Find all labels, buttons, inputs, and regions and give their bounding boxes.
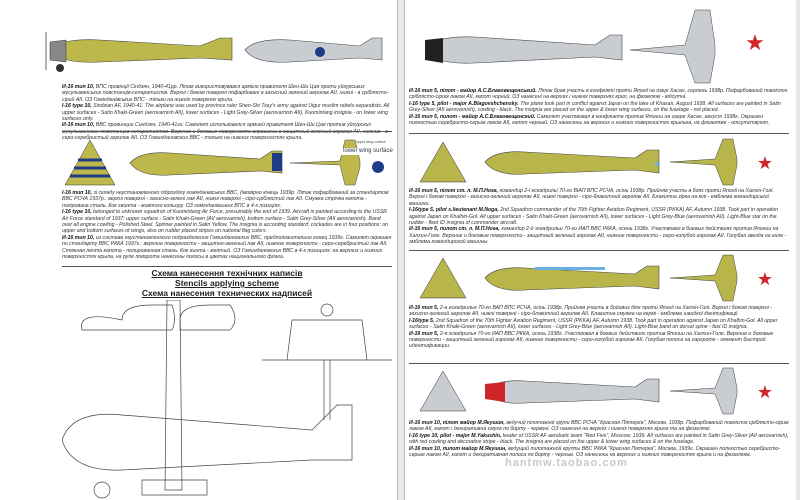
description-block-2: И-16 тип 5, пілот ст. л. М.П.Нога, коман…	[409, 188, 787, 246]
aircraft-side-view-stencil	[62, 404, 353, 499]
description-block-3: И-16 тип 5, 2-а ескадрилья 70-го ВАП ВПС…	[409, 305, 778, 350]
label-lower: lower wing surface	[340, 148, 396, 155]
aircraft-top-view	[289, 139, 361, 186]
aircraft-profiles-row-4: ★	[419, 367, 773, 415]
aircraft-side-view	[129, 150, 283, 176]
label-upper: upper wing surface	[356, 140, 386, 144]
description-block-4: И-16 тип 10, пілот майор М.Якушин, ведуч…	[409, 420, 789, 459]
divider	[409, 363, 789, 364]
divider	[409, 250, 789, 251]
aircraft-side-view	[424, 34, 623, 64]
aircraft-front-view	[64, 139, 116, 186]
aircraft-profiles-row-1	[45, 32, 383, 72]
stencil-drawings	[62, 300, 392, 499]
red-star-insignia: ★	[757, 382, 773, 402]
aircraft-profiles-row-1: ★	[424, 9, 765, 84]
kuomintang-insignia	[372, 161, 384, 173]
aircraft-profiles-row-3: ★	[419, 254, 773, 302]
red-star-insignia: ★	[757, 269, 773, 289]
description-block-1: И-16 тип 5, пілот - майор А.С.Благовещен…	[409, 88, 788, 127]
aircraft-front-view	[419, 141, 467, 183]
aircraft-side-view	[484, 149, 660, 175]
aircraft-top-view: ★	[629, 9, 765, 84]
aircraft-side-view	[484, 378, 660, 404]
divider	[62, 266, 392, 267]
description-block-1: И-16 тип 10, ВПС провінції Сіндзян, 1940…	[62, 84, 390, 142]
description-block-2: І-16 тип 10, зі складу неустановленого п…	[62, 190, 392, 261]
aircraft-front-view	[419, 370, 467, 412]
divider	[409, 133, 789, 134]
aircraft-side-view	[244, 37, 383, 63]
aircraft-front-view	[419, 257, 467, 299]
stencils-heading: Схема нанесення технічних написів Stenci…	[141, 268, 313, 298]
aircraft-top-view	[669, 254, 738, 302]
watermark: hantmw.taobao.com	[505, 457, 628, 469]
aircraft-profiles-row-2: upper wing surface	[64, 139, 386, 186]
right-page: ★ И-16 тип 5, пілот - майор А.С.Благовещ…	[404, 0, 796, 500]
red-star-insignia: ★	[745, 30, 765, 55]
aircraft-top-view	[669, 138, 738, 186]
aircraft-front-view-stencil	[262, 303, 392, 420]
left-page: И-16 тип 10, ВПС провінції Сіндзян, 1940…	[0, 0, 398, 500]
blue-star-icon: ★	[653, 159, 661, 169]
aircraft-profiles-row-2: ★ ★	[419, 138, 773, 186]
aircraft-top-view	[669, 367, 738, 415]
aircraft-top-view-stencil	[81, 300, 236, 496]
red-star-insignia: ★	[757, 153, 773, 173]
aircraft-side-view	[45, 32, 233, 72]
divider	[62, 131, 392, 132]
aircraft-side-view	[484, 265, 660, 291]
